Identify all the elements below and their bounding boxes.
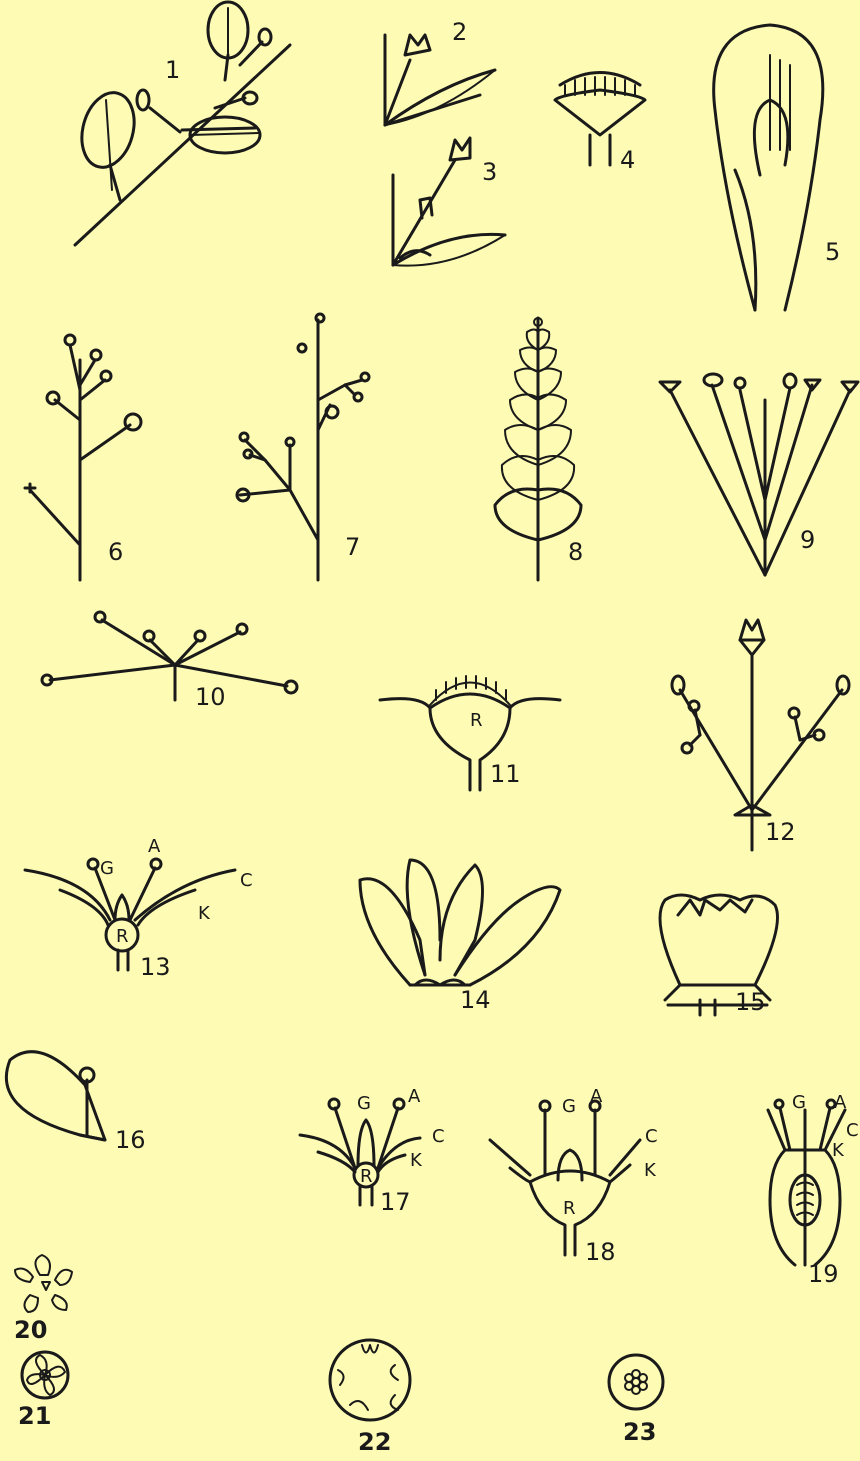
fig17-corolla-label: C	[432, 1128, 445, 1146]
fig11-receptacle-label: R	[470, 712, 483, 730]
figure-7-label: 7	[345, 535, 360, 559]
fig17-calyx-label: K	[410, 1152, 422, 1170]
figure-2-axillary-flower	[385, 35, 495, 125]
fig13-corolla-label: C	[240, 872, 253, 890]
figure-6-label: 6	[108, 540, 123, 564]
fig19-gynoecium-label: G	[792, 1094, 806, 1112]
fig19-corolla-label: C	[846, 1122, 859, 1140]
figure-11-head-receptacle	[380, 676, 560, 790]
figure-3-label: 3	[482, 160, 497, 184]
figure-23-label: 23	[623, 1420, 656, 1444]
fig13-gynoecium-label: G	[100, 860, 114, 878]
fig13-calyx-label: K	[198, 905, 210, 923]
figure-11-label: 11	[490, 762, 521, 786]
figure-5-label: 5	[825, 240, 840, 264]
fig18-calyx-label: K	[644, 1162, 656, 1180]
figure-10-umbel	[42, 612, 297, 700]
figure-23-floral-diagram	[609, 1355, 663, 1409]
figure-15-label: 15	[735, 990, 766, 1014]
figure-12-dichasium	[672, 620, 849, 850]
figure-18-label: 18	[585, 1240, 616, 1264]
fig13-androecium-label: A	[148, 838, 160, 856]
figure-2-label: 2	[452, 20, 467, 44]
figure-4-label: 4	[620, 148, 635, 172]
figure-14-label: 14	[460, 988, 491, 1012]
figure-10-label: 10	[195, 685, 226, 709]
figure-9-corymb	[660, 374, 858, 575]
figure-13-label: 13	[140, 955, 171, 979]
figure-20-label: 20	[14, 1318, 47, 1342]
figure-16-label: 16	[115, 1128, 146, 1152]
figure-21-floral-diagram	[22, 1352, 68, 1398]
fig17-receptacle-label: R	[360, 1168, 373, 1186]
fig19-androecium-label: A	[834, 1094, 846, 1112]
figure-1-axillary-flowers	[74, 2, 290, 245]
figure-12-label: 12	[765, 820, 796, 844]
figure-19-epigynous-flower	[768, 1100, 845, 1265]
figure-20-floral-diagram	[15, 1255, 72, 1312]
figure-9-label: 9	[800, 528, 815, 552]
figure-16-petal-and-stamen	[6, 1052, 105, 1140]
figure-6-raceme	[25, 335, 141, 580]
fig18-corolla-label: C	[645, 1128, 658, 1146]
figure-19-label: 19	[808, 1262, 839, 1286]
fig17-androecium-label: A	[408, 1088, 420, 1106]
fig19-calyx-label: K	[832, 1142, 844, 1160]
figure-22-floral-diagram	[330, 1340, 410, 1420]
figure-8-label: 8	[568, 540, 583, 564]
figure-5-spathe	[714, 25, 823, 310]
fig13-receptacle-label: R	[116, 928, 129, 946]
figure-18-cup-shaped-receptacle	[490, 1101, 640, 1255]
fig17-gynoecium-label: G	[357, 1095, 371, 1113]
fig18-gynoecium-label: G	[562, 1098, 576, 1116]
fig18-receptacle-label: R	[563, 1200, 576, 1218]
figure-17-label: 17	[380, 1190, 411, 1214]
figure-1-label: 1	[165, 58, 180, 82]
figure-21-label: 21	[18, 1404, 51, 1428]
figure-22-label: 22	[358, 1430, 391, 1454]
figure-14-polypetalous-corolla	[360, 860, 560, 985]
fig18-androecium-label: A	[590, 1088, 602, 1106]
